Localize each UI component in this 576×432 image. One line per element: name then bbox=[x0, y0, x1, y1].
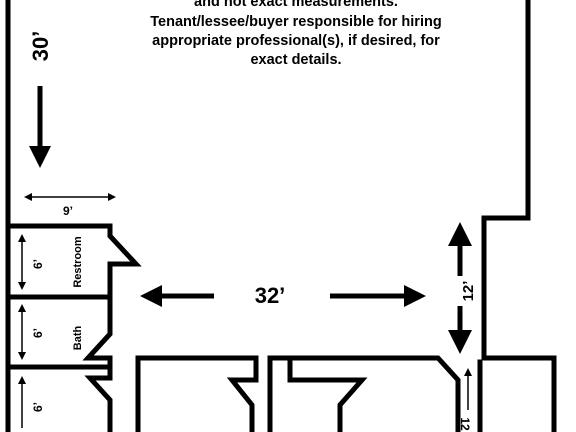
main-width-label: 32’ bbox=[255, 283, 286, 308]
bottom-partition-center bbox=[267, 355, 461, 432]
restroom-label: Restroom bbox=[72, 236, 84, 288]
main-height-label: 30’ bbox=[28, 31, 53, 62]
bath-height-dimension: 6’ Bath bbox=[18, 304, 84, 360]
walls bbox=[5, 0, 557, 432]
lower-room-right-wall bbox=[84, 364, 113, 432]
main-width-dimension: 32’ bbox=[140, 283, 426, 308]
right-lower-dimension: 12 bbox=[458, 368, 472, 431]
bay-width-dimension: 9’ bbox=[24, 193, 116, 218]
right-lower-arrow-top bbox=[464, 368, 472, 376]
bay-width-label: 9’ bbox=[63, 204, 73, 218]
bath-label: Bath bbox=[72, 326, 84, 351]
bay-width-arrow-left bbox=[24, 193, 32, 201]
note-line-2: Tenant/lessee/buyer responsible for hiri… bbox=[150, 14, 441, 30]
lower-room-height-dimension: 6’ bbox=[18, 376, 45, 428]
main-width-arrow-right-head bbox=[404, 285, 426, 307]
note-line-1: and not exact measurements. bbox=[194, 0, 398, 10]
lower-room-height-label: 6’ bbox=[31, 402, 45, 412]
note-line-4: exact details. bbox=[250, 52, 341, 68]
main-width-arrow-left-head bbox=[140, 285, 162, 307]
restroom-height-arrow-top bbox=[18, 234, 26, 242]
right-height-label: 12’ bbox=[460, 281, 477, 302]
main-height-dimension: 30’ bbox=[28, 31, 53, 168]
bottom-partition-left bbox=[135, 355, 259, 432]
right-height-dimension: 12’ bbox=[448, 222, 477, 354]
lower-room-height-arrow-top bbox=[18, 376, 26, 384]
bath-height-arrow-top bbox=[18, 304, 26, 312]
restroom-height-dimension: 6’ Restroom bbox=[18, 234, 84, 290]
right-height-arrow-bottom-head bbox=[448, 330, 472, 354]
main-height-arrow-head bbox=[29, 146, 51, 168]
bath-right-wall bbox=[82, 294, 113, 369]
bay-width-arrow-right bbox=[108, 193, 116, 201]
restroom-height-arrow-bottom bbox=[18, 282, 26, 290]
right-outer-wall bbox=[481, 0, 557, 432]
restroom-top-wall bbox=[5, 223, 142, 299]
bath-height-label: 6’ bbox=[31, 328, 45, 338]
disclaimer-note: and not exact measurements. Tenant/lesse… bbox=[150, 0, 441, 68]
right-lower-label: 12 bbox=[458, 417, 472, 431]
bath-height-arrow-bottom bbox=[18, 352, 26, 360]
note-line-3: appropriate professional(s), if desired,… bbox=[152, 33, 440, 49]
bottom-partition-notch bbox=[287, 355, 368, 432]
right-height-arrow-top-head bbox=[448, 222, 472, 246]
restroom-height-label: 6’ bbox=[31, 259, 45, 269]
service-rooms bbox=[5, 223, 142, 432]
